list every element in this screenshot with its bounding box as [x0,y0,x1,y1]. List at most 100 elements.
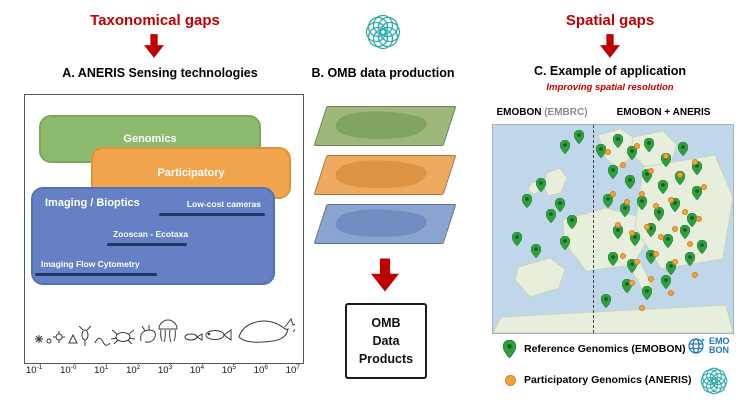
omb-box-line: OMB [371,315,401,330]
participatory-genomics-dot [672,259,679,266]
participatory-genomics-dot [605,149,612,156]
reference-genomics-pin [554,198,566,213]
down-arrow-icon [371,256,399,299]
size-scale-organisms-illustration [35,317,295,346]
reference-genomics-pin [607,164,619,180]
aneris-logo-icon [361,10,405,59]
participatory-genomics-dot [686,240,693,247]
reference-genomics-pin [559,235,571,251]
participatory-genomics-dot [667,196,674,203]
reference-genomics-pin [660,275,672,290]
panel-a-title: A. ANERIS Sensing technologies [62,66,258,80]
participatory-genomics-label: Participatory Genomics (ANERIS) [524,374,692,386]
reference-genomics-pin [607,252,619,267]
reference-genomics-pin [653,206,664,222]
axis-tick-label: 10-0 [60,364,77,377]
low-cost-cameras-label: Low-cost cameras [186,199,261,209]
fish-icon [205,329,232,341]
participatory-genomics-dot [638,190,645,197]
participatory-genomics-dot [648,167,655,174]
emobon-header-text: EMOBON [496,107,542,118]
axis-tick-label: 103 [158,364,173,377]
reference-genomics-pin [626,146,638,161]
reference-genomics-pin [595,144,607,159]
participatory-genomics-dot [629,230,636,237]
zooscan-ecotaxa-range-line [107,243,187,246]
green-pin-icon [503,340,516,358]
reference-genomics-pin [600,293,612,309]
omb-data-products-box: OMB Data Products [345,303,427,379]
axis-tick-label: 104 [189,364,205,377]
europe-map [492,124,734,334]
imaging-flow-cytometry-range-line [35,273,157,276]
zooscan-ecotaxa-label: Zooscan - Ecotaxa [113,229,189,239]
participatory-genomics-dot [629,280,636,287]
participatory-genomics-dot [634,142,640,149]
reference-genomics-pin [643,137,655,153]
omb-box-line: Products [358,352,414,367]
participatory-genomics-dot [691,271,698,278]
legend-row-participatory: Participatory Genomics (ANERIS) [505,374,691,386]
embrc-header-text: (EMBRC) [544,107,588,118]
axis-tick-label: 10-1 [26,364,43,377]
axis-tick-label: 102 [126,364,141,377]
emobon-logo: EMO BON [686,336,730,356]
spatial-gaps-title: Spatial gaps [565,12,655,29]
imaging-bioptics-bar: Imaging / Bioptics Low-cost cameras Zoos… [31,187,275,285]
column-header-emobon-aneris: EMOBON + ANERIS [616,107,711,118]
map-layer-green [313,106,457,146]
participatory-bar-label: Participatory [157,167,225,179]
reference-genomics-pin [679,225,691,240]
participatory-genomics-dot [648,275,655,282]
column-header-emobon: EMOBON (EMBRC) [492,107,592,118]
participatory-genomics-dot [624,198,631,205]
reference-genomics-pin [641,285,652,301]
crab-icon [110,329,136,345]
axis-tick-label: 106 [253,364,268,377]
down-arrow-icon [600,34,620,63]
emobon-logo-text: EMO BON [709,336,730,355]
reference-genomics-pin [662,233,674,249]
participatory-genomics-dot [672,226,679,232]
participatory-genomics-dot [682,209,688,216]
aneris-logo-icon-small [697,364,731,403]
participatory-genomics-dot [701,184,708,191]
imaging-flow-cytometry-label: Imaging Flow Cytometry [41,259,140,269]
down-arrow-icon [144,34,164,63]
participatory-genomics-dot [653,250,660,257]
participatory-genomics-dot [691,159,698,166]
low-cost-cameras-range-line [159,213,265,216]
reference-genomics-pin [696,239,708,255]
participatory-genomics-dot [653,203,660,210]
taxonomical-gaps-title: Taxonomical gaps [90,12,220,29]
participatory-genomics-dot [619,253,626,260]
axis-tick-label: 107 [285,364,300,377]
reference-genomics-pin [574,129,585,145]
legend-row-reference: Reference Genomics (EMOBON) [503,340,686,358]
reference-genomics-pin [566,214,578,230]
copepod-icon [78,325,92,346]
reference-genomics-pin [535,177,547,192]
plankton-icon [35,331,78,344]
shrimp-icon [140,325,156,343]
participatory-genomics-dot [696,215,703,222]
panel-c-title: C. Example of application [533,64,687,78]
map-layer-blue [313,204,457,244]
omb-box-line: Data [372,333,400,348]
reference-genomics-pin [511,231,523,246]
reference-genomics-pin [619,202,631,217]
reference-genomics-pin [677,141,688,157]
map-column-divider [593,125,594,333]
panel-b-title: B. OMB data production [311,66,455,80]
reference-genomics-pin [670,198,681,213]
panel-c-subtitle: Improving spatial resolution [546,82,674,93]
reference-genomics-pin [530,243,542,259]
jellyfish-icon [158,319,178,343]
emobon-logo-line1: EMO [709,336,730,347]
map-layer-orange [313,155,457,195]
participatory-genomics-dot [643,223,650,230]
reference-genomics-pin [691,185,703,201]
participatory-genomics-dot [614,221,621,228]
